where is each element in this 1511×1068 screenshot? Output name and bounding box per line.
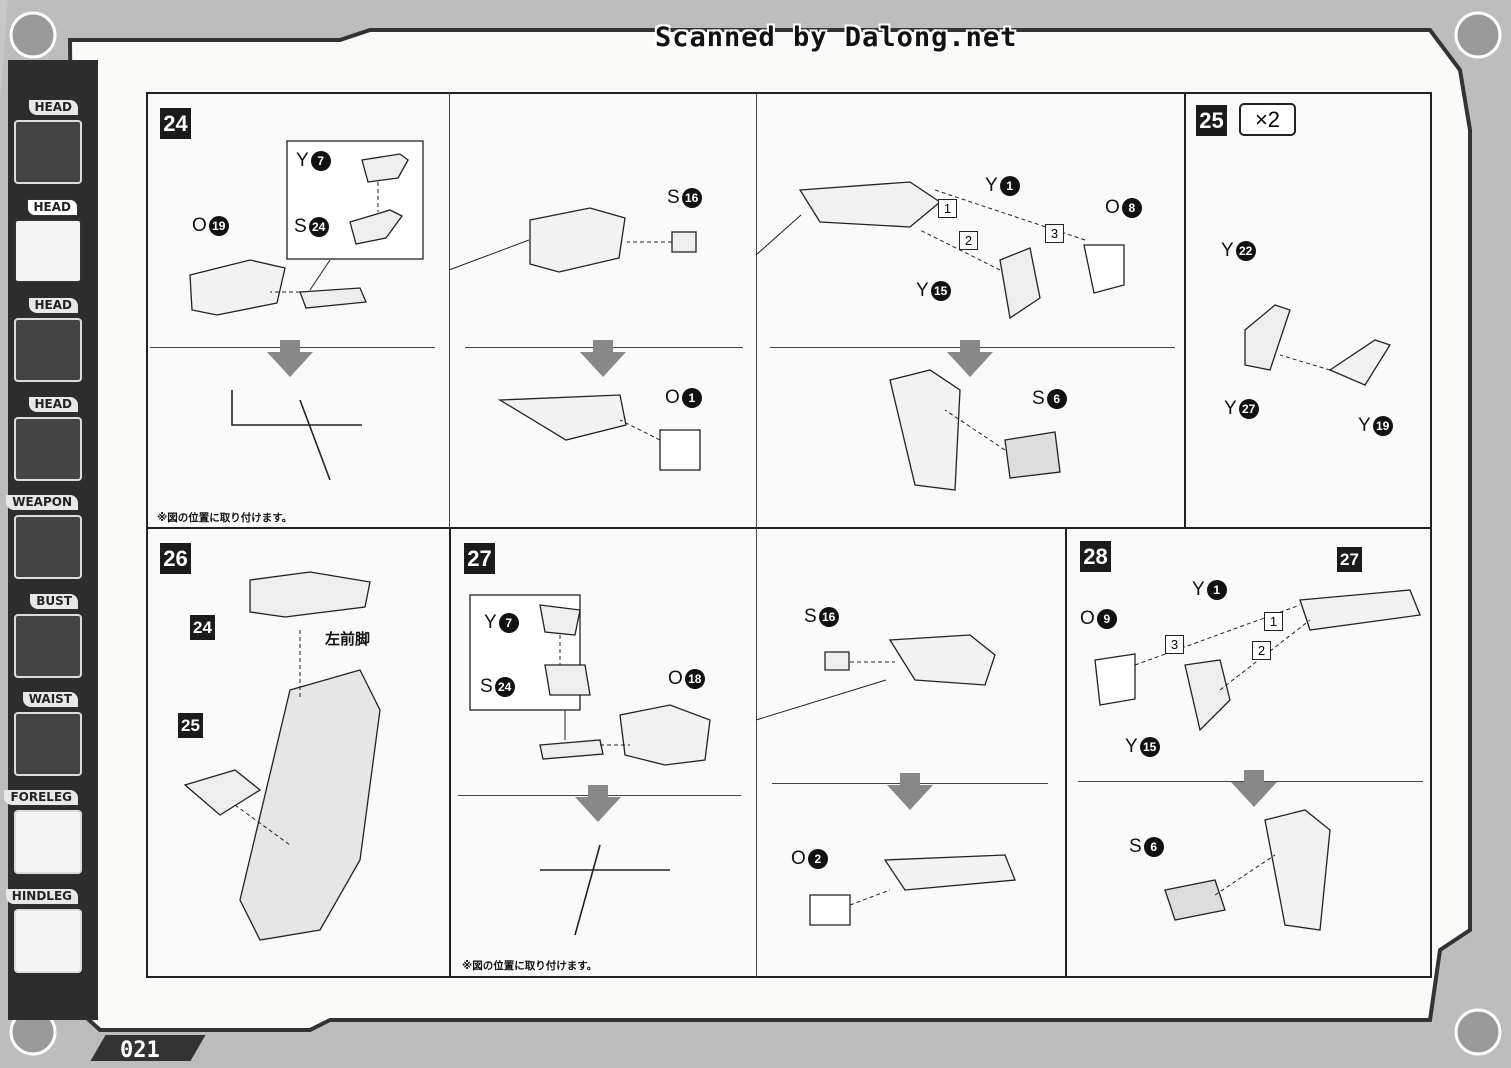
sequence-number: 2 bbox=[1252, 641, 1271, 660]
sidebar-tab-head-3[interactable]: HEAD bbox=[8, 294, 84, 384]
quantity-multiplier: ×2 bbox=[1239, 103, 1296, 136]
sequence-number: 1 bbox=[1264, 612, 1283, 631]
divider bbox=[1078, 781, 1423, 782]
divider bbox=[458, 795, 741, 796]
sequence-number: 3 bbox=[1045, 224, 1064, 243]
sidebar-tab-head-2[interactable]: HEAD bbox=[8, 195, 84, 285]
step-reference-badge: 25 bbox=[178, 713, 203, 738]
sidebar-tab-weapon[interactable]: WEAPON bbox=[6, 491, 84, 581]
step-number-badge: 27 bbox=[464, 543, 495, 574]
weapon-thumbnail-icon bbox=[14, 515, 82, 579]
sidebar-tab-label: WEAPON bbox=[6, 495, 78, 510]
divider bbox=[449, 93, 450, 528]
sidebar-tab-hindleg[interactable]: HINDLEG bbox=[5, 885, 84, 975]
bust-thumbnail-icon bbox=[14, 614, 82, 678]
sidebar-tab-foreleg[interactable]: FORELEG bbox=[4, 786, 84, 876]
step-reference-badge: 24 bbox=[190, 615, 215, 640]
scanner-watermark: Scanned by Dalong.net bbox=[655, 22, 1018, 53]
step-number-badge: 24 bbox=[160, 108, 191, 139]
divider bbox=[150, 347, 435, 348]
placement-note: ※図の位置に取り付けます。 bbox=[462, 960, 598, 972]
sidebar-tab-bust[interactable]: BUST bbox=[8, 590, 84, 680]
divider bbox=[756, 93, 757, 528]
step-number-badge: 25 bbox=[1196, 105, 1227, 136]
waist-thumbnail-icon bbox=[14, 712, 82, 776]
sequence-number: 3 bbox=[1165, 635, 1184, 654]
bottom-steps-panel bbox=[146, 527, 1432, 978]
head-thumbnail-icon bbox=[14, 417, 82, 481]
divider bbox=[756, 528, 757, 977]
step-number-badge: 28 bbox=[1080, 541, 1111, 572]
sidebar-tab-waist[interactable]: WAIST bbox=[8, 688, 84, 778]
sidebar-tab-head-4[interactable]: HEAD bbox=[8, 393, 84, 483]
divider bbox=[1184, 93, 1186, 528]
sidebar-tab-label: HEAD bbox=[28, 298, 78, 313]
sidebar-tab-label: WAIST bbox=[22, 692, 78, 707]
divider bbox=[465, 347, 743, 348]
sequence-number: 2 bbox=[959, 231, 978, 250]
sequence-number: 1 bbox=[938, 199, 957, 218]
head-thumbnail-icon bbox=[14, 219, 82, 283]
sidebar-tab-head-1[interactable]: HEAD bbox=[8, 96, 84, 186]
sidebar-tab-label: HEAD bbox=[28, 100, 78, 115]
divider bbox=[772, 783, 1048, 784]
head-thumbnail-icon bbox=[14, 318, 82, 382]
sidebar-tab-label: HEAD bbox=[26, 199, 78, 216]
sidebar-tab-label: HINDLEG bbox=[5, 889, 78, 904]
sidebar-tab-label: HEAD bbox=[28, 397, 78, 412]
head-thumbnail-icon bbox=[14, 120, 82, 184]
divider bbox=[449, 528, 451, 977]
sidebar-tab-label: FORELEG bbox=[4, 790, 78, 805]
left-foreleg-caption: 左前脚 bbox=[325, 630, 371, 648]
step-number-badge: 26 bbox=[160, 543, 191, 574]
hindleg-thumbnail-icon bbox=[14, 909, 82, 973]
divider bbox=[1065, 528, 1067, 977]
step-reference-badge: 27 bbox=[1337, 547, 1362, 572]
placement-note: ※図の位置に取り付けます。 bbox=[157, 512, 293, 524]
sidebar-tab-label: BUST bbox=[30, 594, 78, 609]
foreleg-thumbnail-icon bbox=[14, 810, 82, 874]
page-number: 021 bbox=[120, 1038, 160, 1063]
top-steps-panel bbox=[146, 92, 1432, 529]
divider bbox=[770, 347, 1175, 348]
